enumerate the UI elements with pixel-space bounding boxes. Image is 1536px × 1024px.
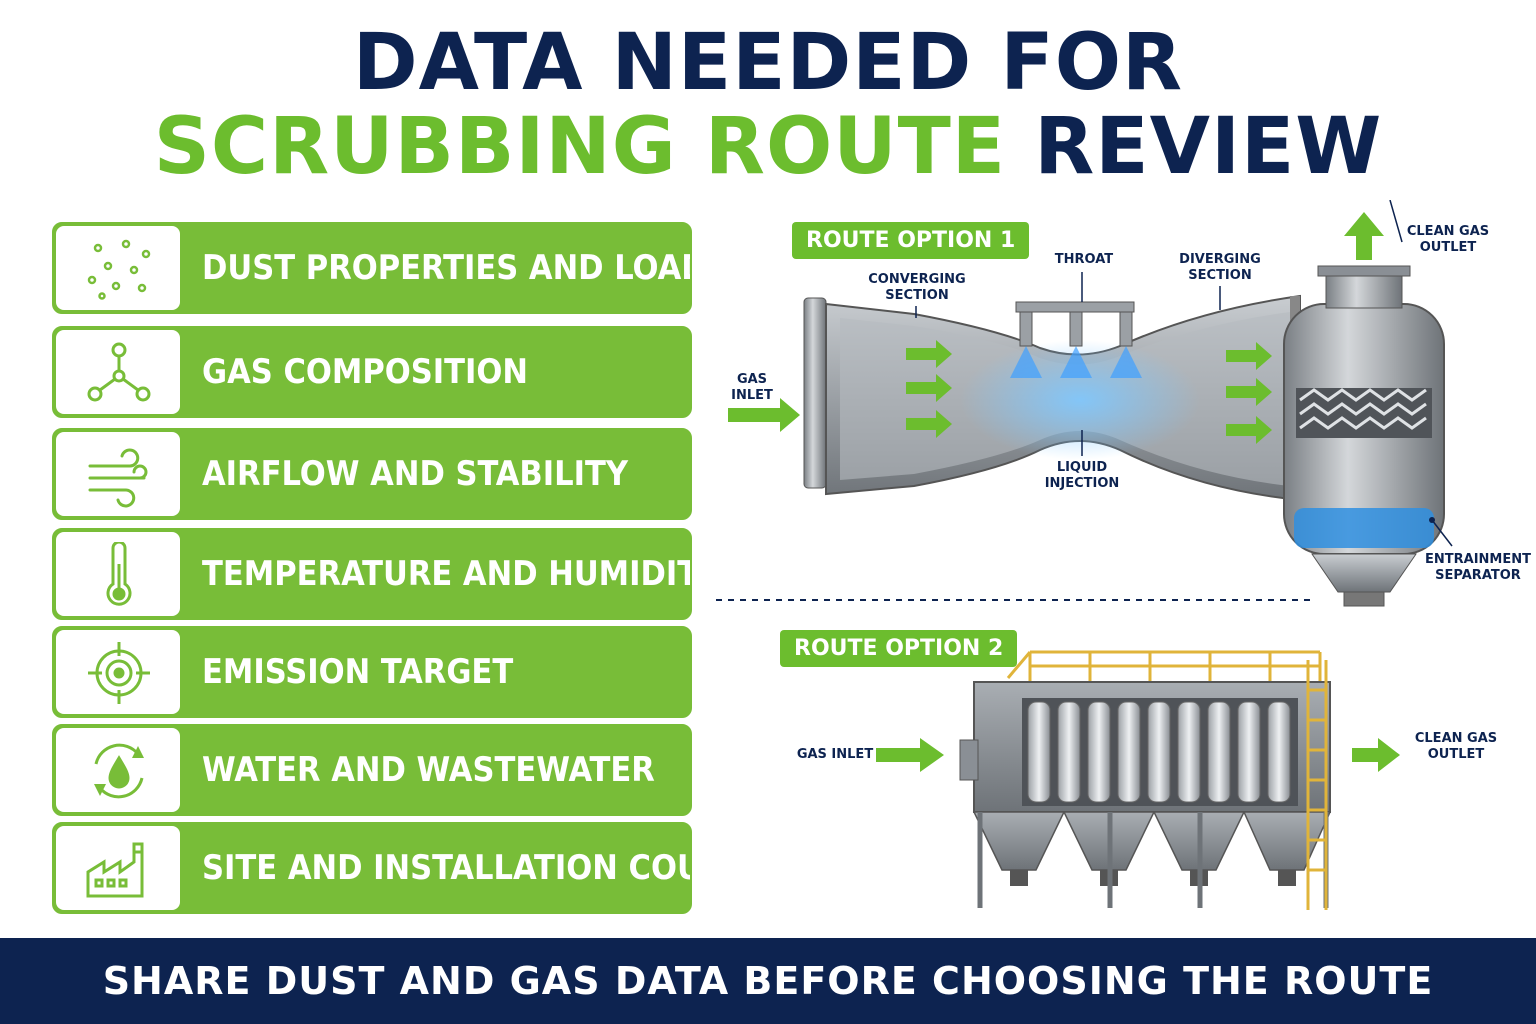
route1-gas-inlet-label: GAS INLET	[731, 372, 773, 404]
inlet-arrow	[728, 398, 800, 432]
outlet-arrow	[1344, 212, 1384, 260]
route-option-1-badge: ROUTE OPTION 1	[792, 222, 1030, 259]
throat-label: THROAT	[1054, 252, 1114, 267]
entrainment-separator-label: ENTRAINMENT SEPARATOR	[1425, 552, 1531, 584]
water-cycle-icon	[56, 728, 180, 812]
thermometer-icon	[56, 532, 180, 616]
route2-gas-inlet-label: GAS INLET	[796, 747, 874, 762]
checklist-item-airflow: AIRFLOW AND STABILITY	[52, 428, 692, 520]
diverging-section-label: DIVERGING SECTION	[1179, 252, 1261, 284]
footer-banner: SHARE DUST AND GAS DATA BEFORE CHOOSING …	[0, 938, 1536, 1024]
checklist-label: SITE AND INSTALLATION COUNTRY	[202, 848, 690, 888]
checklist-item-gas: GAS COMPOSITION	[52, 326, 692, 418]
dust-particles-icon	[56, 226, 180, 310]
checklist-label: EMISSION TARGET	[202, 652, 514, 692]
title-highlight: SCRUBBING ROUTE	[153, 102, 1007, 192]
route1-clean-gas-outlet-label: CLEAN GAS OUTLET	[1406, 224, 1490, 256]
page-title-line-1: DATA NEEDED FOR	[352, 18, 1184, 108]
route-option-2-badge: ROUTE OPTION 2	[780, 630, 1018, 667]
airflow-icon	[56, 432, 180, 516]
route2-outlet-arrow	[1352, 738, 1400, 772]
page-title-line-2: SCRUBBING ROUTE REVIEW	[0, 108, 1536, 186]
converging-section-label: CONVERGING SECTION	[868, 272, 966, 304]
checklist-label: GAS COMPOSITION	[202, 352, 528, 392]
checklist-label: AIRFLOW AND STABILITY	[202, 454, 628, 494]
route2-clean-gas-outlet-label: CLEAN GAS OUTLET	[1414, 731, 1498, 763]
route2-inlet-arrow	[876, 738, 944, 772]
checklist-item-water: WATER AND WASTEWATER	[52, 724, 692, 816]
checklist-item-site: SITE AND INSTALLATION COUNTRY	[52, 822, 692, 914]
checklist-item-temperature: TEMPERATURE AND HUMIDITY	[52, 528, 692, 620]
factory-icon	[56, 826, 180, 910]
target-icon	[56, 630, 180, 714]
checklist-label: WATER AND WASTEWATER	[202, 750, 655, 790]
checklist-item-dust: DUST PROPERTIES AND LOAD	[52, 222, 692, 314]
footer-text: SHARE DUST AND GAS DATA BEFORE CHOOSING …	[102, 959, 1434, 1003]
checklist-item-emission: EMISSION TARGET	[52, 626, 692, 718]
molecule-icon	[56, 330, 180, 414]
baghouse-diagram	[876, 650, 1400, 910]
venturi-scrubber-diagram	[716, 200, 1453, 607]
checklist-label: DUST PROPERTIES AND LOAD	[202, 248, 692, 288]
liquid-injection-label: LIQUID INJECTION	[1044, 460, 1120, 492]
checklist-label: TEMPERATURE AND HUMIDITY	[202, 554, 692, 594]
inlet-flange	[803, 297, 827, 489]
title-suffix: REVIEW	[1006, 102, 1383, 192]
